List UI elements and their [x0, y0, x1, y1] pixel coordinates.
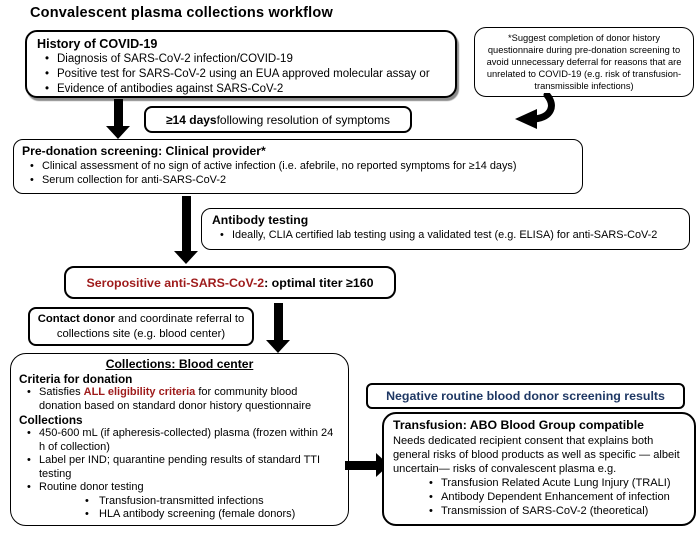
arrow-down-history-to-predonation-icon [105, 99, 131, 139]
collections-bullet-1: 450-600 mL (if apheresis-collected) plas… [19, 427, 340, 454]
page-title: Convalescent plasma collections workflow [30, 5, 333, 21]
antibody-box-title: Antibody testing [212, 213, 309, 227]
predonation-screening-box: Pre-donation screening: Clinical provide… [13, 139, 583, 194]
seropositive-black-text: : optimal titer ≥160 [264, 275, 374, 290]
antibody-testing-box: Antibody testing Ideally, CLIA certified… [201, 208, 690, 250]
seropositive-red-text: Seropositive anti-SARS-CoV-2 [86, 275, 265, 290]
predonation-bullet-1: Clinical assessment of no sign of active… [22, 159, 574, 174]
arrow-shaft [181, 196, 191, 251]
arrow-head [106, 126, 130, 139]
antibody-bullet-1: Ideally, CLIA certified lab testing usin… [212, 228, 679, 243]
transfusion-box-title: Transfusion: ABO Blood Group compatible [393, 418, 644, 432]
curved-arrow-note-to-predonation-icon [515, 93, 555, 129]
arrow-down-predonation-to-seropositive-icon [173, 196, 199, 264]
collections-bullet-3: Routine donor testing [19, 481, 340, 495]
predonation-bullet-2: Serum collection for anti-SARS-CoV-2 [22, 173, 574, 188]
history-box-title: History of COVID-19 [37, 37, 158, 51]
arrow-shaft [345, 460, 376, 470]
contact-box-text: Contact donor and coordinate referral to… [30, 312, 252, 340]
arrow-shaft [273, 303, 283, 340]
delay-box-text: following resolution of symptoms [216, 112, 391, 127]
criteria-for-donation-heading: Criteria for donation [19, 371, 133, 386]
transfusion-bullet-3: Transmission of SARS-CoV-2 (theoretical) [393, 504, 685, 518]
arrow-head [174, 251, 198, 264]
transfusion-body-text: Needs dedicated recipient consent that e… [393, 434, 680, 475]
criteria-post-text: for community blood donation based on st… [39, 386, 312, 412]
contact-bold-text: Contact donor [37, 313, 115, 326]
delay-box-bold-text: ≥14 days [165, 112, 217, 127]
transfusion-bullet-1: Transfusion Related Acute Lung Injury (T… [393, 476, 685, 490]
predonation-box-title: Pre-donation screening: Clinical provide… [22, 144, 266, 158]
note-text: *Suggest completion of donor history que… [486, 32, 682, 92]
transfusion-abo-box: Transfusion: ABO Blood Group compatible … [382, 412, 696, 526]
donor-questionnaire-note-box: *Suggest completion of donor history que… [474, 27, 694, 97]
criteria-pre-text: Satisfies [39, 386, 84, 399]
criteria-bullet: Satisfies ALL eligibility criteria for c… [19, 386, 340, 413]
history-bullet-1: Diagnosis of SARS-CoV-2 infection/COVID-… [37, 52, 445, 67]
collections-sub-bullet-1: Transfusion-transmitted infections [19, 495, 340, 509]
collections-heading: Collections [19, 413, 83, 428]
transfusion-bullet-2: Antibody Dependent Enhancement of infect… [393, 490, 685, 504]
arrow-down-seropositive-to-collections-icon [265, 303, 291, 353]
contact-donor-box: Contact donor and coordinate referral to… [28, 307, 254, 346]
criteria-red-text: ALL eligibility criteria [83, 386, 196, 399]
history-bullet-2: Positive test for SARS-CoV-2 using an EU… [37, 67, 445, 82]
collections-box-title: Collections: Blood center [105, 357, 254, 371]
contact-rest-text: and coordinate referral to collections s… [56, 313, 245, 340]
arrow-shaft [113, 99, 123, 126]
delay-14-days-box: ≥14 days following resolution of symptom… [144, 106, 412, 133]
collections-bullet-2: Label per IND; quarantine pending result… [19, 454, 340, 481]
negative-box-text: Negative routine blood donor screening r… [386, 389, 665, 403]
seropositive-result-box: Seropositive anti-SARS-CoV-2: optimal ti… [64, 266, 396, 299]
history-of-covid-box: History of COVID-19 Diagnosis of SARS-Co… [25, 30, 457, 98]
negative-screening-results-box: Negative routine blood donor screening r… [366, 383, 685, 409]
collections-sub-bullet-2: HLA antibody screening (female donors) [19, 508, 340, 522]
collections-blood-center-box: Collections: Blood center Criteria for d… [10, 353, 349, 526]
arrow-head [266, 340, 290, 353]
history-bullet-3: Evidence of antibodies against SARS-CoV-… [37, 82, 445, 97]
